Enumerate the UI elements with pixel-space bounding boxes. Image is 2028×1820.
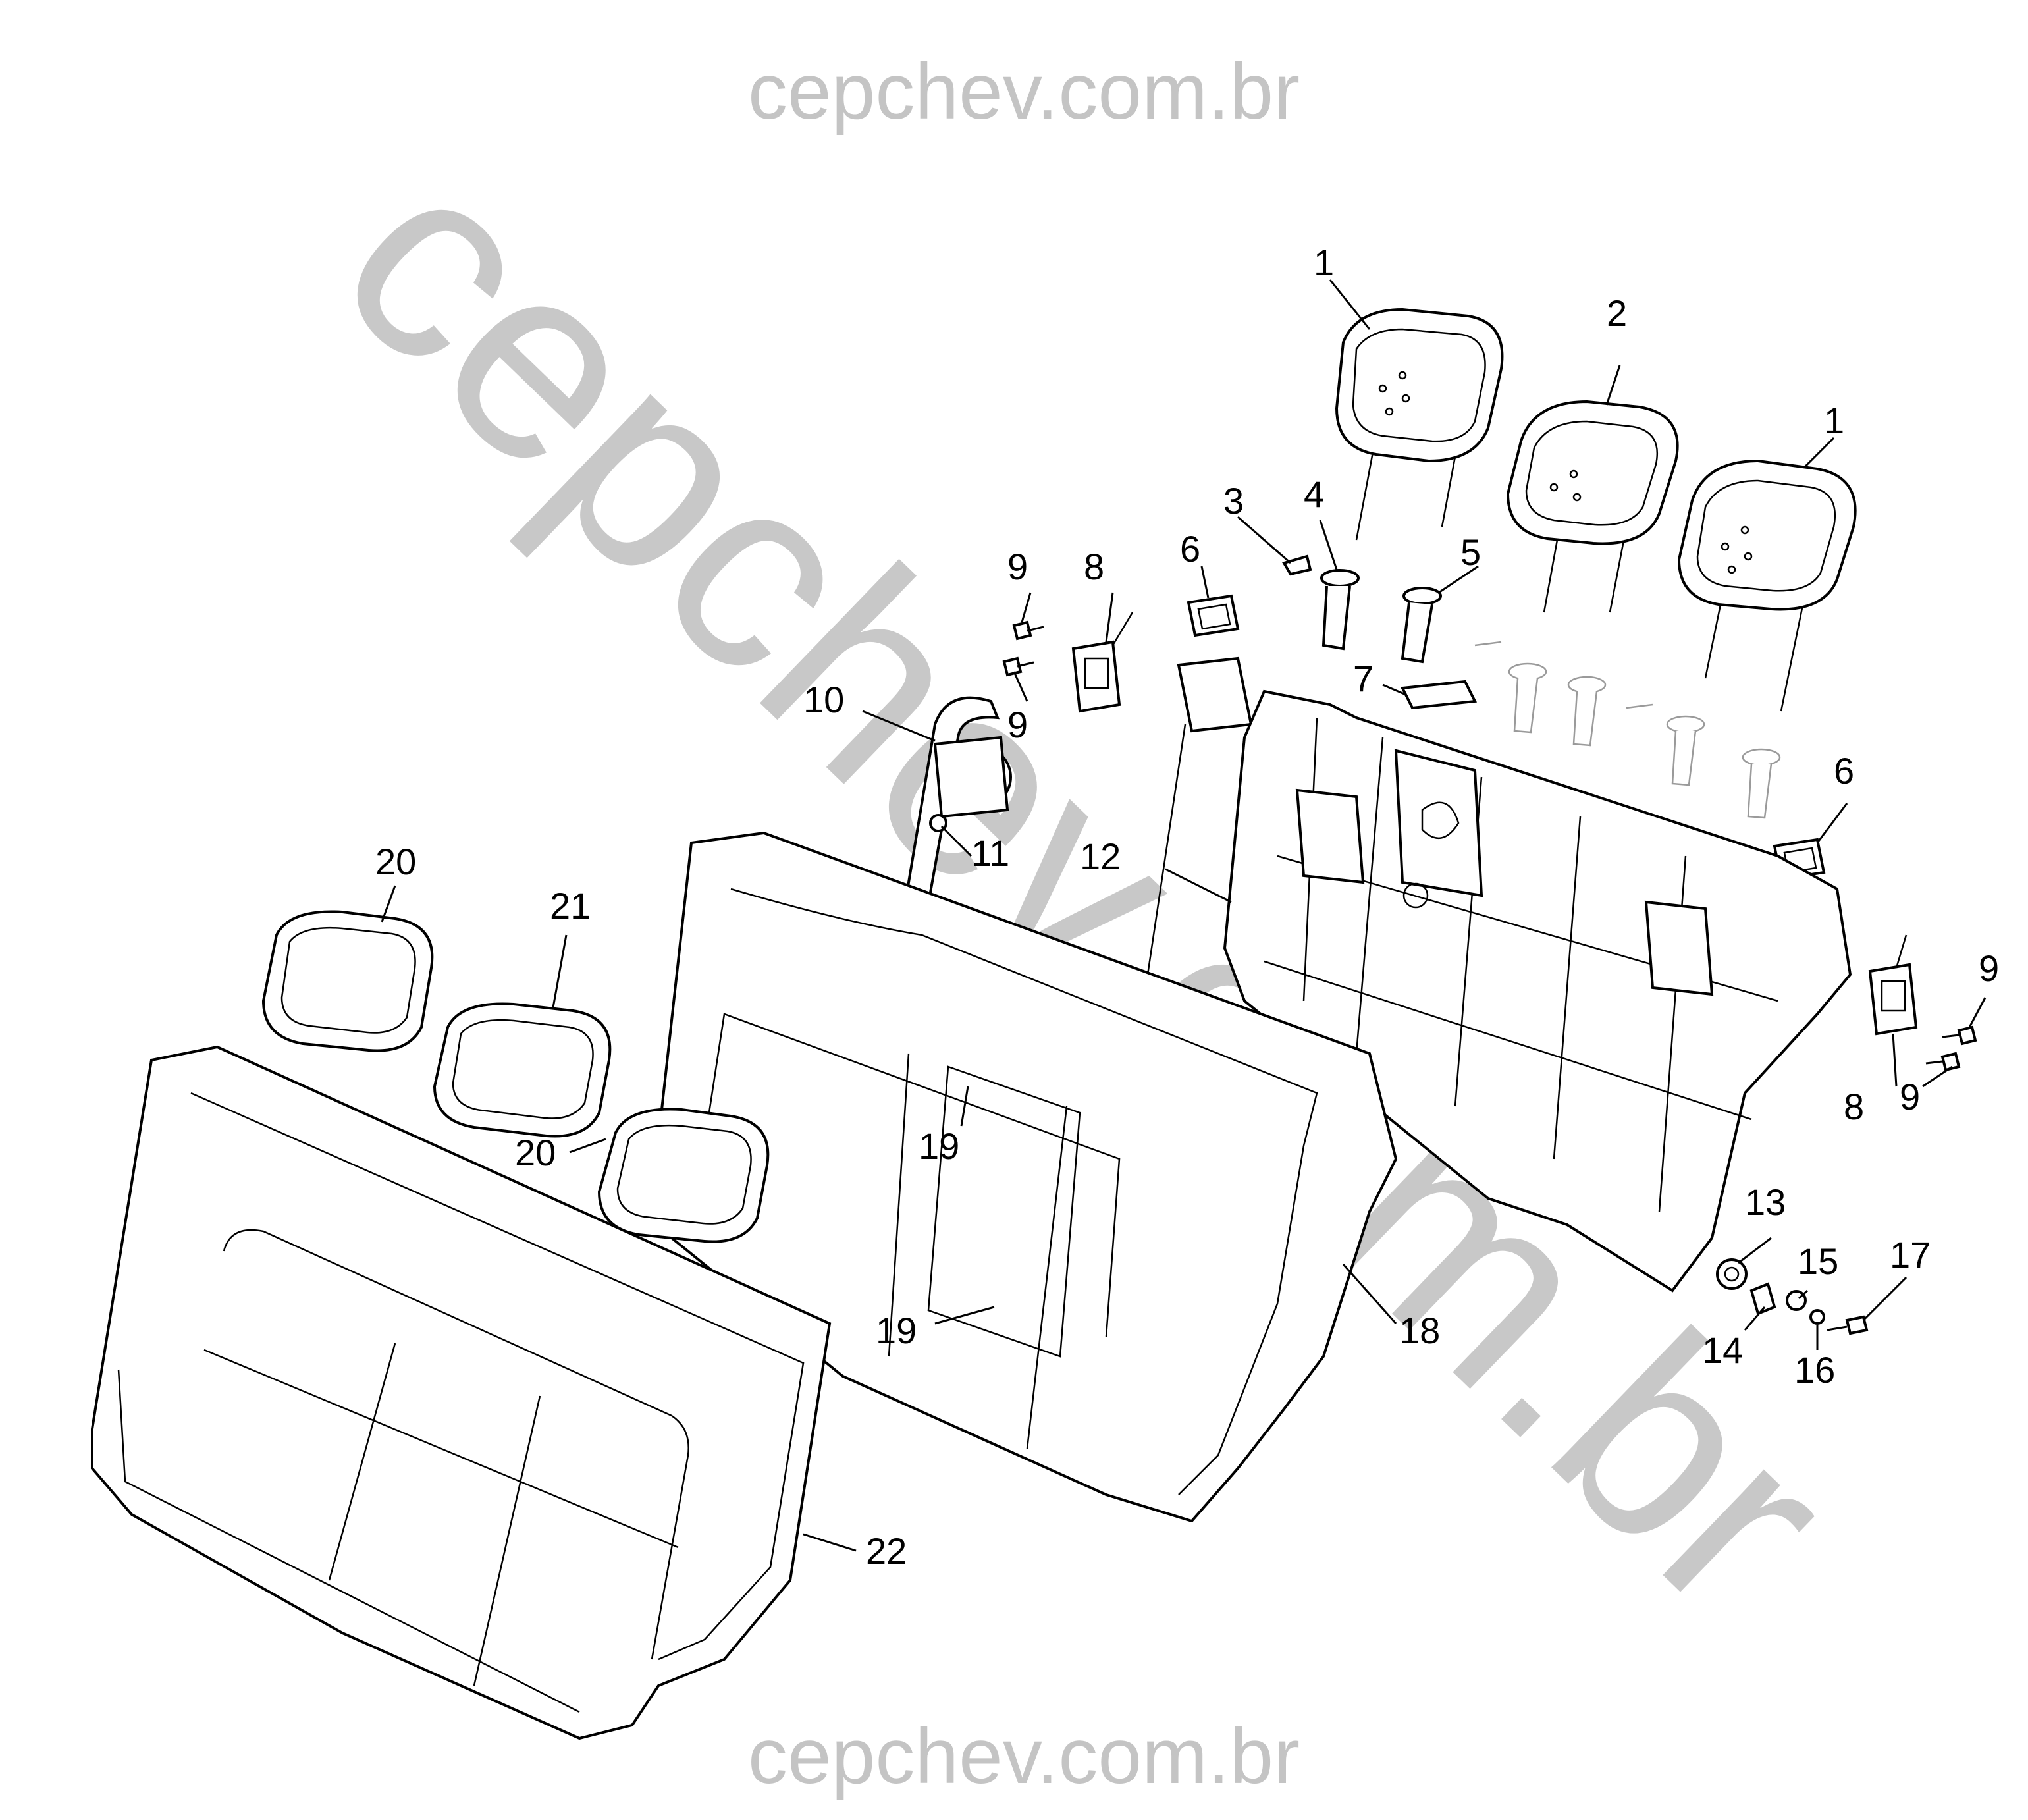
callout-13: 13 [1745,1181,1786,1223]
callout-18: 18 [1399,1310,1440,1351]
leader-lines [381,279,1987,1552]
head-restraint-center [1506,400,1679,613]
guide-sleeve-4 [1320,569,1360,651]
callout-15: 15 [1798,1241,1838,1282]
ghost-guide-parts [1474,641,1781,819]
watermark-top: cepchev.com.br [748,47,1300,136]
callout-22: 22 [866,1530,907,1572]
callout-14: 14 [1702,1329,1743,1371]
seat-cushion-22 [91,1045,832,1740]
head-restraint-right [1677,459,1857,712]
callout-21: 21 [550,885,591,926]
pivot-hardware [1716,1258,1869,1335]
callout-19-upper: 19 [919,1125,959,1167]
head-restraint-20-center [597,1108,770,1243]
head-restraint-20-left [261,910,434,1052]
callout-9-a: 9 [1007,546,1028,587]
callout-11: 11 [971,832,1009,874]
callout-16: 16 [1794,1349,1835,1391]
head-restraint-left [1335,308,1504,541]
callout-5: 5 [1460,531,1481,573]
seat-back-frame-12 [1144,656,1852,1293]
latch-8-lower [1868,934,1918,1036]
callout-20-center: 20 [515,1132,556,1173]
guide-sleeve-5 [1401,587,1442,664]
callout-2: 2 [1607,292,1627,334]
callout-17: 17 [1890,1234,1931,1275]
watermark-bottom: cepchev.com.br [748,1712,1300,1800]
callout-8-lower: 8 [1844,1086,1864,1127]
head-restraint-21 [433,1002,612,1138]
bezel-7 [1400,680,1478,710]
callout-3: 3 [1223,480,1244,522]
callout-7: 7 [1353,658,1374,699]
bolts-9 [1002,620,1977,1072]
callout-1-right: 1 [1824,400,1844,441]
callout-8-upper: 8 [1084,546,1104,587]
callout-12: 12 [1080,836,1121,877]
callout-4: 4 [1304,473,1324,515]
seat-back-cushion-18 [650,831,1398,1523]
guide-clip-3 [1281,554,1312,576]
bezel-6-upper [1187,594,1240,637]
callout-1-left: 1 [1314,242,1334,283]
callout-labels: 1 2 1 3 4 5 6 7 8 9 9 10 11 12 6 9 8 9 1… [375,242,1999,1572]
seat-back-pad-19 [927,1065,1081,1358]
callout-10: 10 [803,679,844,720]
callout-9-c: 9 [1979,948,1999,989]
callout-9-b: 9 [1007,704,1028,745]
callout-6-lower: 6 [1834,750,1854,791]
latch-8-upper [1071,612,1134,713]
callout-6-upper: 6 [1180,528,1200,570]
callout-19-lower: 19 [876,1310,917,1351]
callout-20-left: 20 [375,841,416,882]
callout-9-d: 9 [1900,1076,1920,1117]
